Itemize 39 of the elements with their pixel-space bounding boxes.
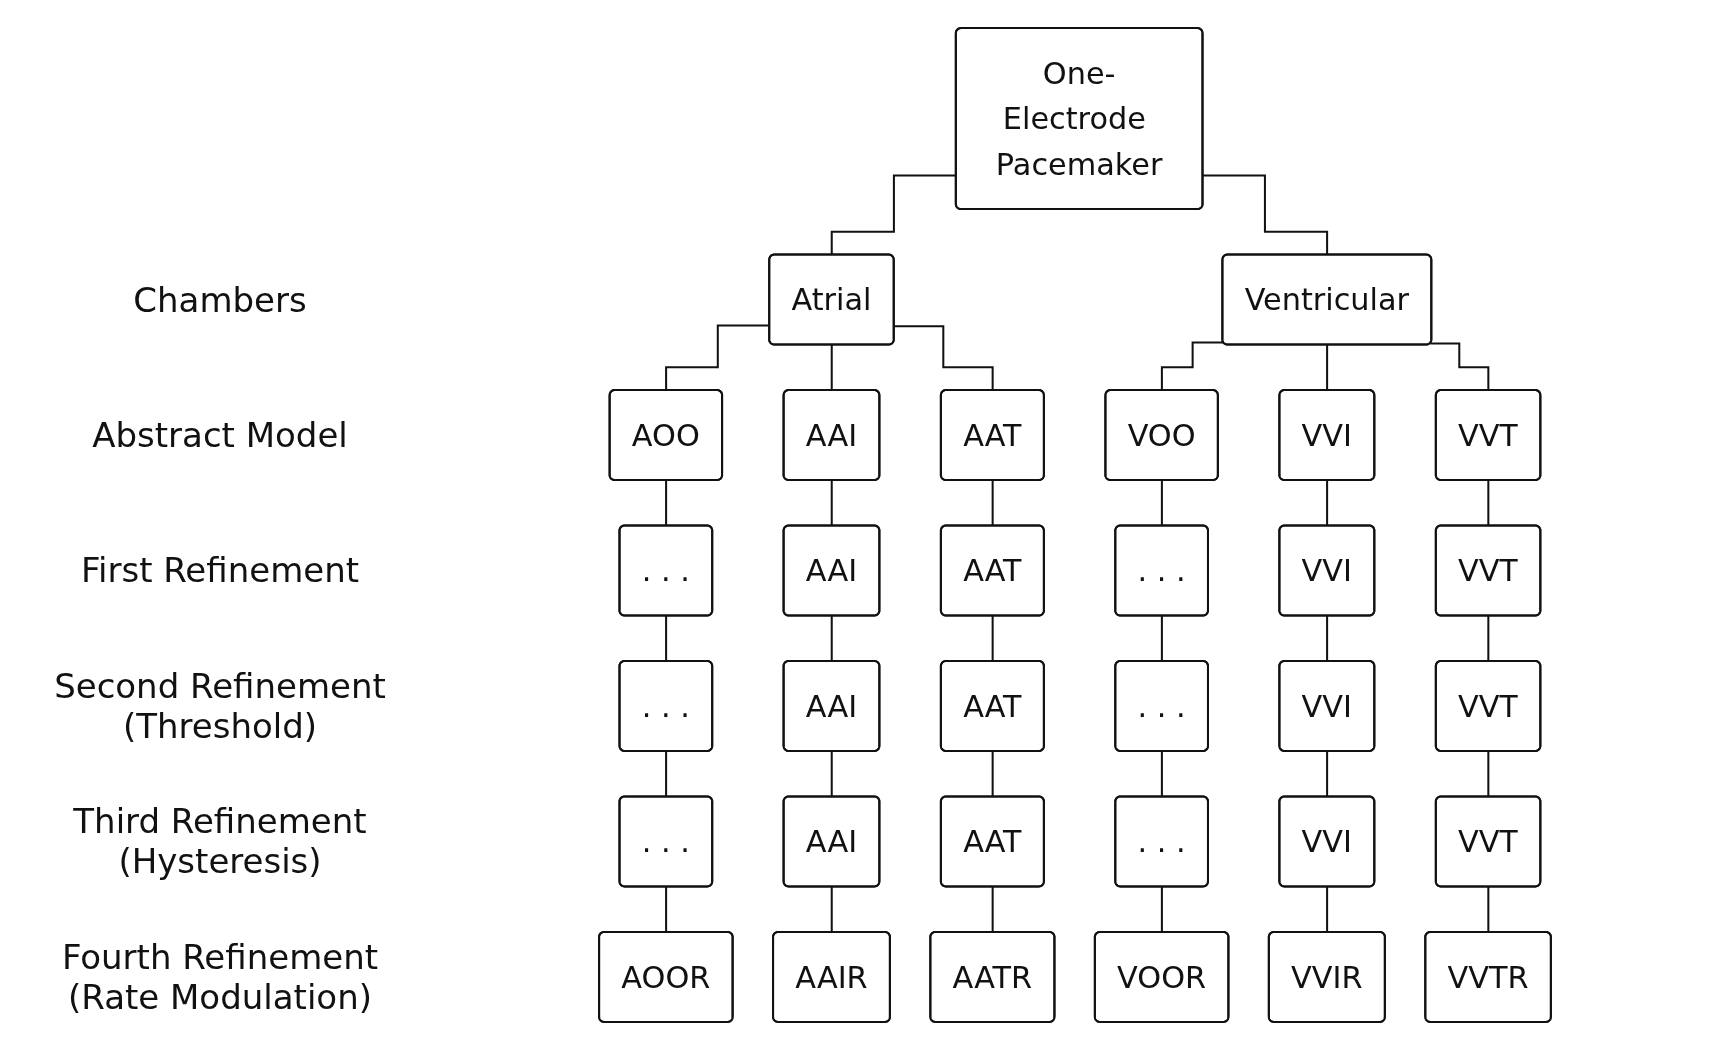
process-box: VVT xyxy=(1434,795,1542,888)
process-box: VVIR xyxy=(1267,930,1386,1023)
process-box: Atrial xyxy=(768,253,895,346)
process-box: AOO xyxy=(608,389,724,481)
process-box: VVT xyxy=(1434,389,1542,481)
process-box: One-Electrode Pacemaker xyxy=(954,27,1204,211)
process-box: VVTR xyxy=(1424,930,1552,1023)
process-box: AAT xyxy=(939,524,1045,617)
row-label: First Refinement xyxy=(79,550,361,591)
process-box: AATR xyxy=(929,930,1056,1023)
process-box: AAT xyxy=(939,389,1045,481)
row-label: Chambers xyxy=(132,279,308,320)
row-label: Second Refinement (Threshold) xyxy=(53,665,387,746)
process-box: . . . xyxy=(1114,524,1209,617)
process-box: VVI xyxy=(1278,389,1376,481)
process-box: AOOR xyxy=(598,930,734,1023)
process-box: AAIR xyxy=(772,930,891,1023)
process-box: VVI xyxy=(1278,795,1376,888)
row-label: Fourth Refinement (Rate Modulation) xyxy=(60,936,380,1017)
process-box: VVT xyxy=(1434,524,1542,617)
process-box: . . . xyxy=(1114,659,1209,752)
process-box: AAI xyxy=(782,524,881,617)
process-box: AAI xyxy=(782,389,881,481)
row-label: Third Refinement (Hysteresis) xyxy=(72,801,368,882)
process-box: VOO xyxy=(1104,389,1219,481)
process-box: AAT xyxy=(939,795,1045,888)
process-box: VOOR xyxy=(1093,930,1230,1023)
process-box: . . . xyxy=(618,659,714,752)
process-box: . . . xyxy=(1114,795,1209,888)
process-box: . . . xyxy=(618,795,714,888)
process-box: AAI xyxy=(782,795,881,888)
process-box: Ventricular xyxy=(1221,253,1433,346)
process-box: . . . xyxy=(618,524,714,617)
process-box: VVT xyxy=(1434,659,1542,752)
process-box: VVI xyxy=(1278,524,1376,617)
process-box: AAT xyxy=(939,659,1045,752)
row-label: Abstract Model xyxy=(91,415,349,455)
process-box: AAI xyxy=(782,659,881,752)
process-box: VVI xyxy=(1278,659,1376,752)
